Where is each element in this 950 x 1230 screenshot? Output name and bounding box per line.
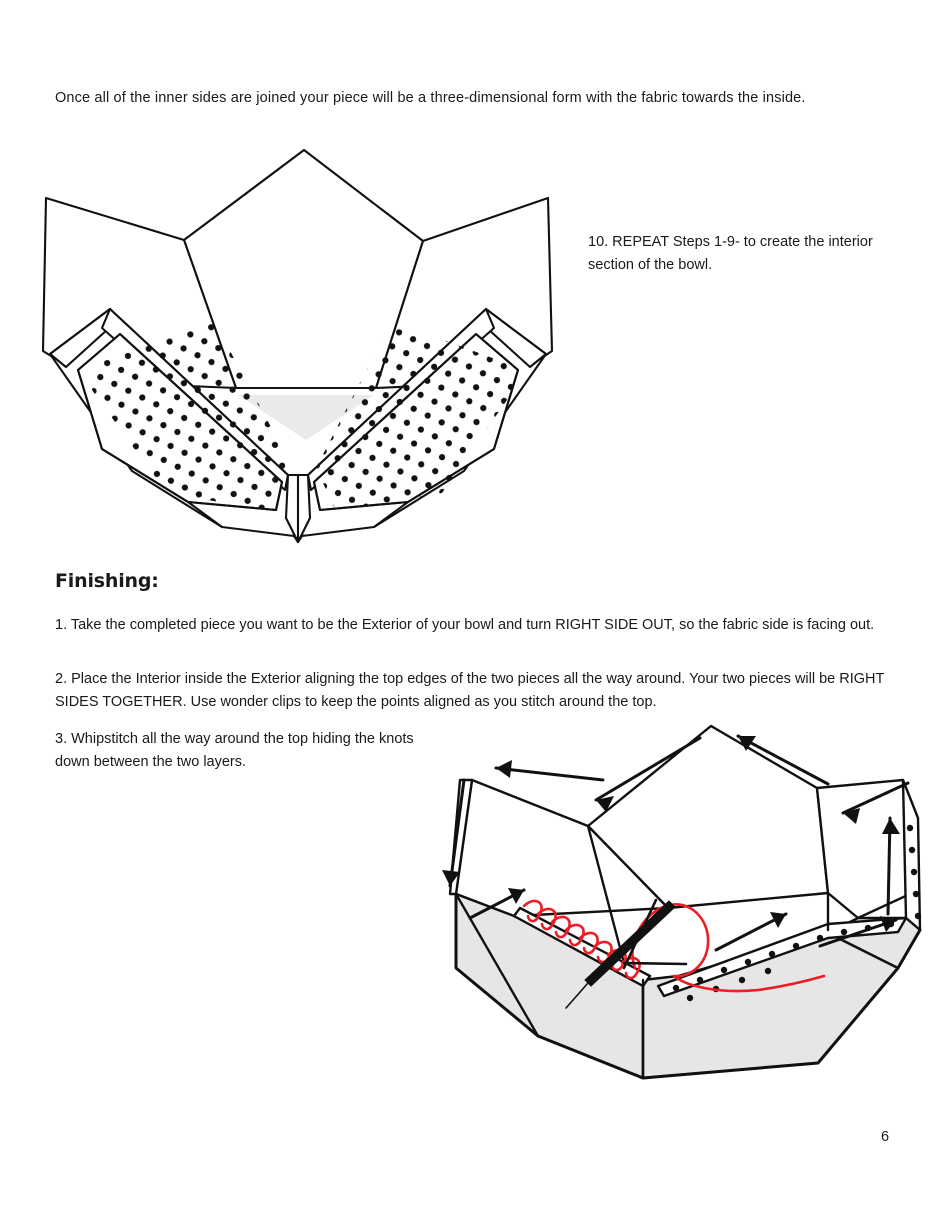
finishing-step-2: 2. Place the Interior inside the Exterio… [55, 671, 885, 710]
fabric-outline-left [76, 332, 284, 512]
whipstitch-thread [522, 899, 641, 980]
intro-paragraph: Once all of the inner sides are joined y… [55, 90, 806, 106]
finishing-step-3: 3. Whipstitch all the way around the top… [55, 731, 414, 770]
repeat-step-note: 10. REPEAT Steps 1-9- to create the inte… [588, 234, 873, 274]
rim-pointer-line [622, 961, 688, 966]
rim-panel-back-right [815, 778, 912, 920]
rim-dots-right-flap [906, 824, 922, 920]
bowl-assembly-figure [36, 138, 570, 553]
needle-icon [565, 900, 676, 1009]
finishing-step-1: 1. Take the completed piece you want to … [55, 617, 875, 633]
panel-back-center [182, 148, 425, 390]
needle-guide-line [622, 898, 658, 970]
direction-arrows [442, 734, 910, 952]
left-lower-fold [186, 500, 224, 529]
rim-panel-back-center [586, 724, 830, 910]
fabric-outline-right [312, 332, 520, 512]
whipstitch-figure [428, 718, 950, 1120]
page-number: 6 [881, 1129, 890, 1145]
right-point-line [296, 534, 304, 544]
left-point-line [292, 534, 300, 544]
page-title: Finishing: [55, 570, 159, 592]
right-lower-fold [372, 500, 410, 529]
right-outer-flap [901, 778, 922, 932]
bowl-assembly-svg [41, 148, 554, 544]
whipstitch-svg [442, 724, 922, 1080]
inner-shadow-triangle [238, 395, 374, 440]
fold-line-left [586, 824, 626, 965]
